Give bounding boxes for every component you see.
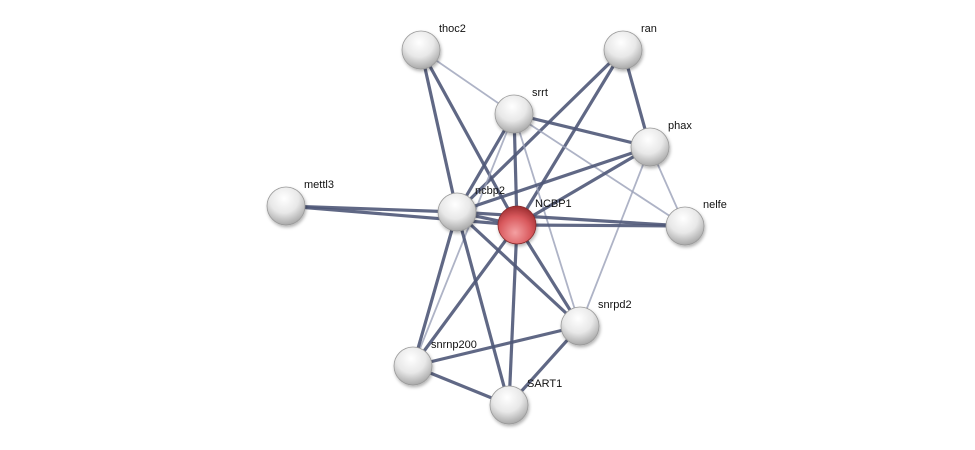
node-sphere[interactable] bbox=[393, 346, 433, 386]
node-thoc2[interactable]: thoc2 bbox=[401, 23, 466, 70]
edge-srrt-phax[interactable] bbox=[513, 112, 651, 149]
node-sphere[interactable] bbox=[497, 205, 537, 245]
node-sphere[interactable] bbox=[494, 94, 534, 134]
edge-snrpd2-snrnp200[interactable] bbox=[412, 324, 581, 368]
node-label: snrnp200 bbox=[431, 339, 477, 351]
edge-mettl3-NCBP1[interactable] bbox=[285, 204, 518, 227]
edge-NCBP1-snrpd2[interactable] bbox=[515, 224, 582, 327]
node-nelfe[interactable]: nelfe bbox=[665, 199, 727, 246]
node-sphere[interactable] bbox=[489, 385, 529, 425]
edge-NCBP1-SART1[interactable] bbox=[507, 224, 519, 406]
node-label: SART1 bbox=[527, 378, 562, 390]
node-label: ncbp2 bbox=[475, 185, 505, 197]
node-SART1[interactable]: SART1 bbox=[489, 378, 562, 425]
node-sphere[interactable] bbox=[266, 186, 306, 226]
node-sphere[interactable] bbox=[560, 306, 600, 346]
node-sphere[interactable] bbox=[630, 127, 670, 167]
node-label: snrpd2 bbox=[598, 299, 632, 311]
node-mettl3[interactable]: mettl3 bbox=[266, 179, 334, 226]
node-snrnp200[interactable]: snrnp200 bbox=[393, 339, 477, 386]
node-ncbp2[interactable]: ncbp2 bbox=[437, 185, 505, 232]
node-sphere[interactable] bbox=[603, 30, 643, 70]
edge-phax-ncbp2[interactable] bbox=[456, 145, 651, 214]
node-phax[interactable]: phax bbox=[630, 120, 692, 167]
node-label: mettl3 bbox=[304, 179, 334, 191]
edge-ncbp2-nelfe[interactable] bbox=[456, 210, 686, 228]
node-sphere[interactable] bbox=[437, 192, 477, 232]
edge-ncbp2-SART1[interactable] bbox=[455, 211, 511, 406]
node-srrt[interactable]: srrt bbox=[494, 87, 548, 134]
edge-NCBP1-snrnp200[interactable] bbox=[411, 224, 519, 367]
edge-ran-NCBP1[interactable] bbox=[515, 49, 625, 226]
node-label: phax bbox=[668, 120, 692, 132]
node-label: ran bbox=[641, 23, 657, 35]
node-label: srrt bbox=[532, 87, 548, 99]
node-label: nelfe bbox=[703, 199, 727, 211]
edge-ncbp2-snrnp200[interactable] bbox=[411, 211, 459, 367]
edge-NCBP1-nelfe[interactable] bbox=[516, 223, 686, 228]
node-label: thoc2 bbox=[439, 23, 466, 35]
node-snrpd2[interactable]: snrpd2 bbox=[560, 299, 632, 346]
edge-ncbp2-snrpd2[interactable] bbox=[455, 210, 582, 328]
node-label: NCBP1 bbox=[535, 198, 572, 210]
node-NCBP1[interactable]: NCBP1 bbox=[497, 198, 572, 245]
node-ran[interactable]: ran bbox=[603, 23, 657, 70]
edge-phax-snrpd2[interactable] bbox=[579, 146, 651, 327]
node-sphere[interactable] bbox=[401, 30, 441, 70]
edge-srrt-snrpd2[interactable] bbox=[513, 113, 581, 327]
edge-srrt-nelfe[interactable] bbox=[513, 113, 686, 227]
edge-thoc2-ncbp2[interactable] bbox=[419, 49, 459, 213]
edge-phax-NCBP1[interactable] bbox=[516, 145, 651, 227]
node-sphere[interactable] bbox=[665, 206, 705, 246]
